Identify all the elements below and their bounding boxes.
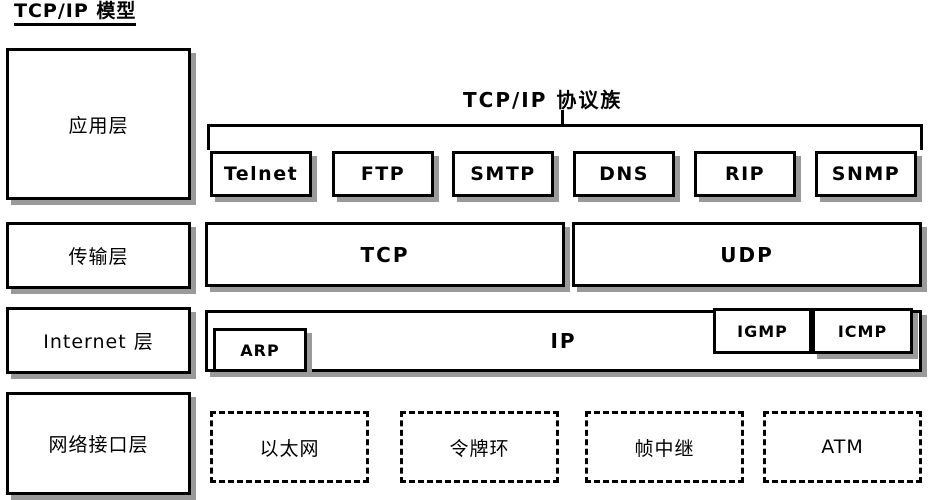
protocol-label-telnet: Telnet — [223, 163, 299, 185]
protocol-box-dns: DNS — [573, 151, 675, 197]
layer-label-internet: Internet 层 — [43, 331, 154, 353]
link-tech-box-atm: ATM — [763, 411, 922, 483]
protocol-suite-caption: TCP/IP 协议族 — [463, 88, 623, 112]
protocol-box-telnet: Telnet — [210, 151, 312, 197]
protocol-label-arp: ARP — [240, 340, 280, 360]
protocol-box-udp: UDP — [572, 222, 922, 287]
page-title: TCP/IP 模型 — [14, 1, 137, 26]
link-tech-box-ethernet: 以太网 — [210, 411, 369, 483]
link-tech-box-frame-relay: 帧中继 — [585, 411, 744, 483]
bracket-stem — [561, 110, 564, 126]
protocol-label-tcp: TCP — [360, 242, 410, 267]
layer-label-application: 应用层 — [68, 114, 129, 137]
protocol-box-snmp: SNMP — [815, 151, 917, 197]
protocol-label-udp: UDP — [720, 242, 774, 267]
link-tech-box-token-ring: 令牌环 — [400, 411, 559, 483]
layer-box-application: 应用层 — [6, 48, 191, 200]
protocol-label-rip: RIP — [724, 163, 766, 185]
link-tech-label-atm: ATM — [821, 436, 864, 458]
protocol-box-tcp: TCP — [205, 222, 565, 287]
protocol-label-dns: DNS — [599, 163, 649, 185]
protocol-box-rip: RIP — [694, 151, 796, 197]
layer-label-transport: 传输层 — [68, 246, 129, 268]
protocol-suite-bracket — [207, 124, 923, 150]
protocol-box-igmp: IGMP — [713, 308, 812, 354]
protocol-label-icmp: ICMP — [837, 321, 888, 341]
protocol-box-ftp: FTP — [332, 151, 434, 197]
protocol-box-smtp: SMTP — [452, 151, 554, 197]
protocol-label-igmp: IGMP — [737, 321, 788, 341]
layer-label-link: 网络接口层 — [48, 434, 149, 456]
protocol-box-icmp: ICMP — [812, 308, 913, 354]
layer-box-internet: Internet 层 — [6, 307, 191, 374]
link-tech-label-token-ring: 令牌环 — [449, 437, 510, 460]
link-tech-label-ethernet: 以太网 — [259, 437, 320, 460]
protocol-label-ftp: FTP — [360, 163, 406, 185]
layer-box-transport: 传输层 — [6, 222, 191, 289]
protocol-box-arp: ARP — [213, 328, 307, 372]
protocol-label-snmp: SNMP — [831, 163, 901, 185]
layer-box-link: 网络接口层 — [6, 392, 191, 495]
link-tech-label-frame-relay: 帧中继 — [634, 437, 695, 460]
protocol-label-ip: IP — [550, 329, 577, 353]
protocol-label-smtp: SMTP — [470, 163, 536, 185]
